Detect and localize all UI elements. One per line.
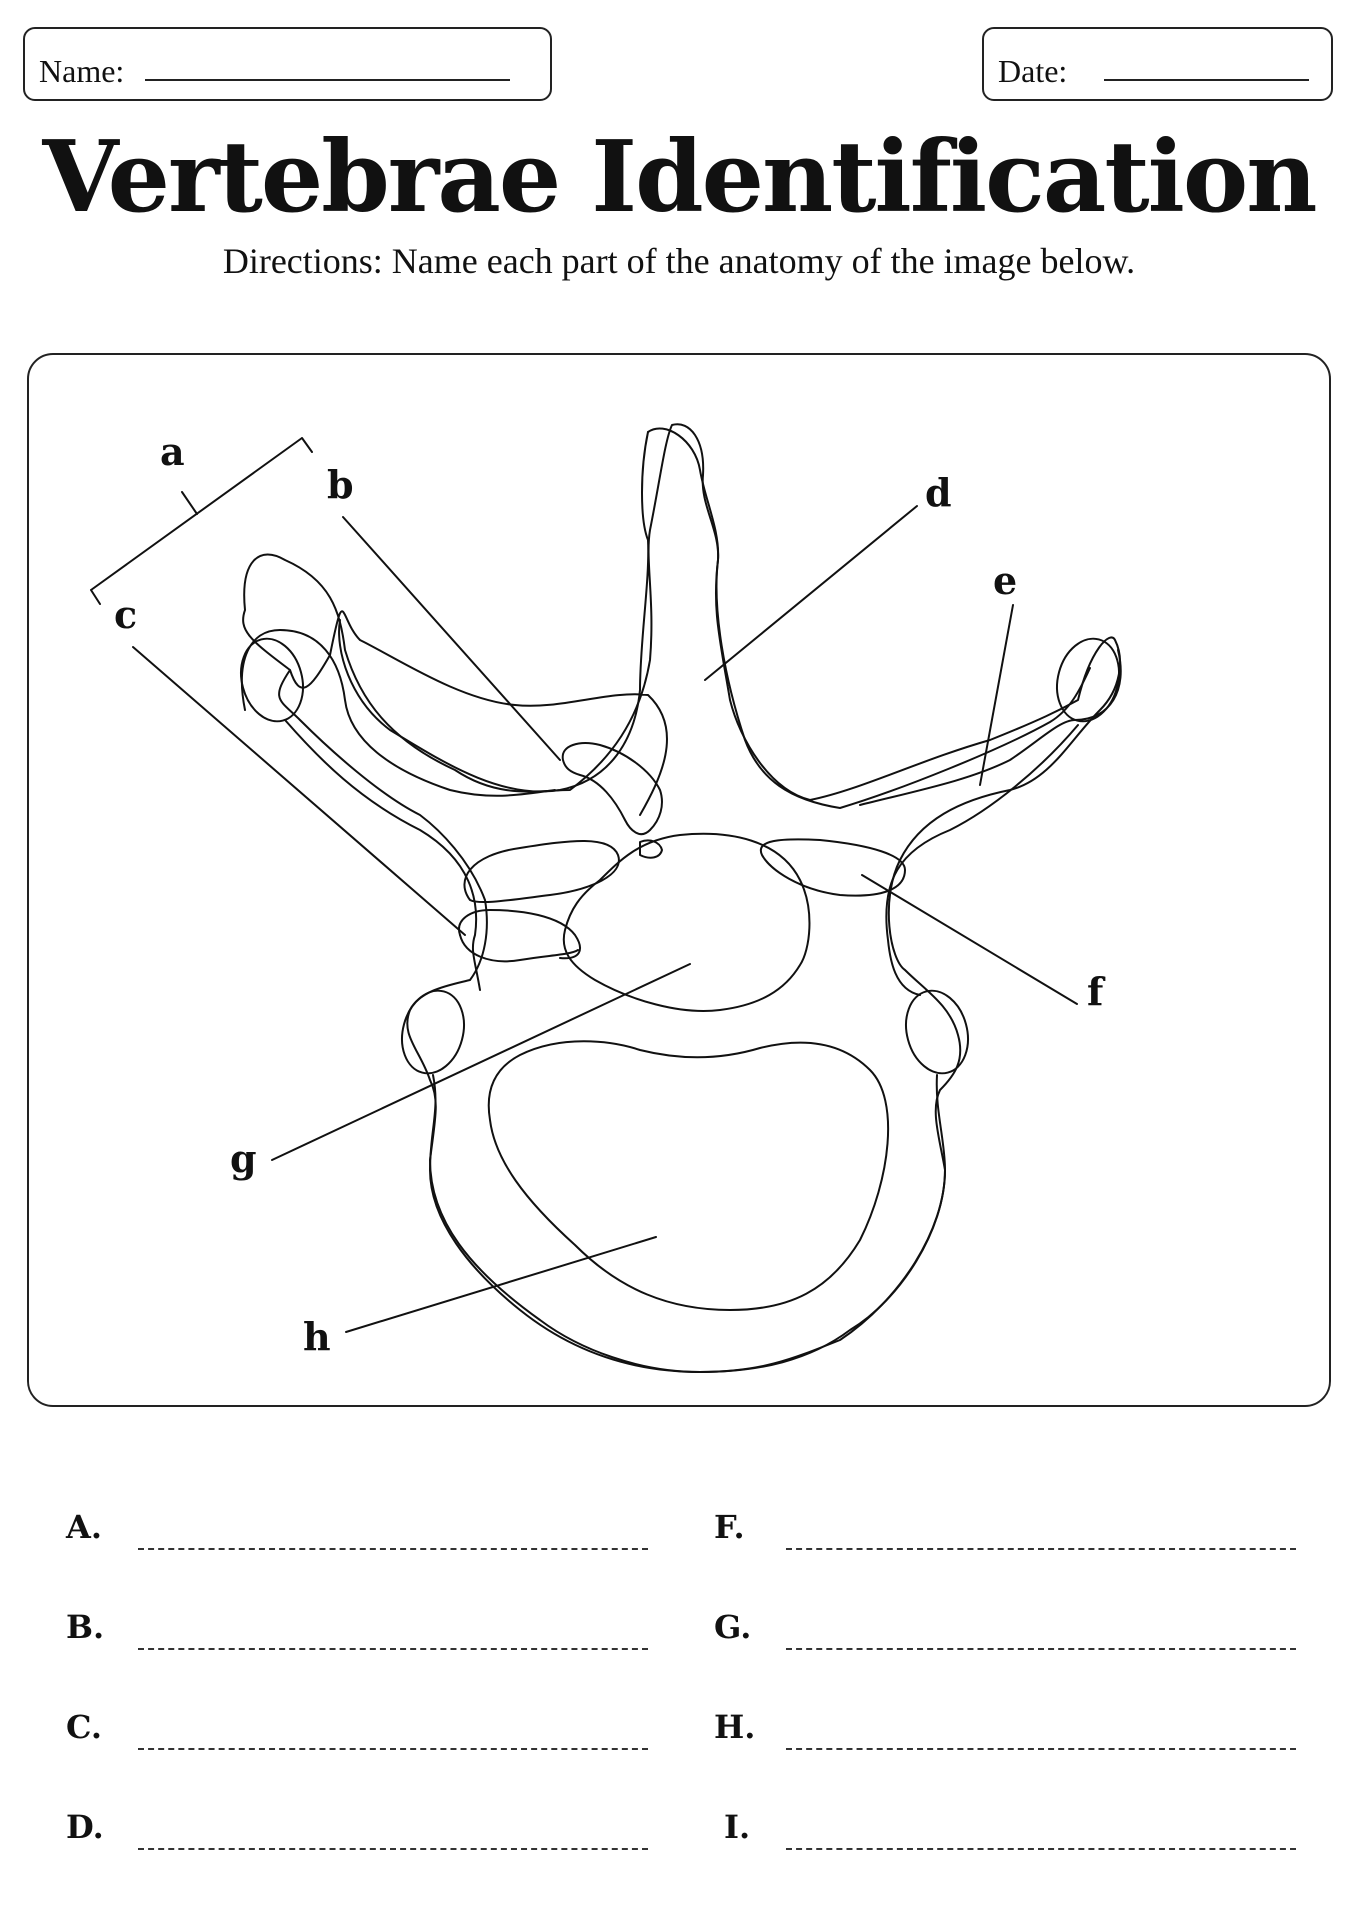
leader-c bbox=[132, 646, 466, 936]
date-label: Date: bbox=[998, 53, 1068, 89]
name-write-line[interactable] bbox=[145, 79, 510, 81]
answer-write-line[interactable] bbox=[138, 1648, 648, 1650]
answer-write-line[interactable] bbox=[786, 1848, 1296, 1850]
date-field-box[interactable]: Date: bbox=[982, 27, 1333, 101]
name-field-box[interactable]: Name: bbox=[23, 27, 552, 101]
vertebral-body bbox=[562, 832, 811, 1012]
answer-letter: A. bbox=[66, 1508, 102, 1546]
diagram-frame bbox=[27, 353, 1331, 1407]
answer-write-line[interactable] bbox=[786, 1548, 1296, 1550]
answer-write-line[interactable] bbox=[138, 1848, 648, 1850]
answer-row-g[interactable]: G. bbox=[714, 1600, 1314, 1660]
leader-f bbox=[861, 874, 1078, 1005]
answer-letter: C. bbox=[66, 1708, 103, 1746]
left-superior-facet bbox=[463, 840, 620, 904]
answer-letter: H. bbox=[714, 1708, 756, 1746]
diagram-label-d: d bbox=[925, 470, 952, 515]
right-superior-facet bbox=[759, 838, 906, 897]
worksheet-directions: Directions: Name each part of the anatom… bbox=[222, 241, 1136, 281]
name-label: Name: bbox=[39, 53, 125, 89]
vertebral-foramen bbox=[487, 1040, 890, 1311]
leader-g bbox=[271, 963, 691, 1161]
answer-row-i[interactable]: I. bbox=[714, 1800, 1314, 1860]
answer-write-line[interactable] bbox=[138, 1548, 648, 1550]
answer-row-h[interactable]: H. bbox=[714, 1700, 1314, 1760]
answer-write-line[interactable] bbox=[786, 1648, 1296, 1650]
answer-letter: F. bbox=[714, 1508, 745, 1546]
answer-row-c[interactable]: C. bbox=[66, 1700, 666, 1760]
diagram-label-f: f bbox=[1087, 969, 1106, 1014]
diagram-label-c: c bbox=[114, 592, 137, 637]
answer-row-a[interactable]: A. bbox=[66, 1500, 666, 1560]
answer-write-line[interactable] bbox=[138, 1748, 648, 1750]
worksheet-title: Vertebrae Identification bbox=[42, 120, 1318, 235]
leader-e bbox=[979, 604, 1014, 786]
leader-b bbox=[342, 516, 561, 761]
answer-letter: G. bbox=[714, 1608, 752, 1646]
answer-row-f[interactable]: F. bbox=[714, 1500, 1314, 1560]
spinous-process-outline bbox=[242, 423, 1121, 1373]
answer-letter: B. bbox=[66, 1608, 105, 1646]
answer-letter: D. bbox=[66, 1808, 104, 1846]
diagram-label-h: h bbox=[303, 1314, 331, 1359]
answer-row-b[interactable]: B. bbox=[66, 1600, 666, 1660]
leader-d bbox=[704, 505, 918, 681]
diagram-label-g: g bbox=[230, 1136, 257, 1181]
diagram-label-a: a bbox=[160, 429, 185, 474]
diagram-label-b: b bbox=[327, 462, 354, 507]
answer-row-d[interactable]: D. bbox=[66, 1800, 666, 1860]
date-write-line[interactable] bbox=[1104, 79, 1309, 81]
answer-write-line[interactable] bbox=[786, 1748, 1296, 1750]
answer-letter: I. bbox=[724, 1808, 751, 1846]
leader-h bbox=[345, 1236, 657, 1333]
diagram-label-e: e bbox=[993, 558, 1017, 603]
